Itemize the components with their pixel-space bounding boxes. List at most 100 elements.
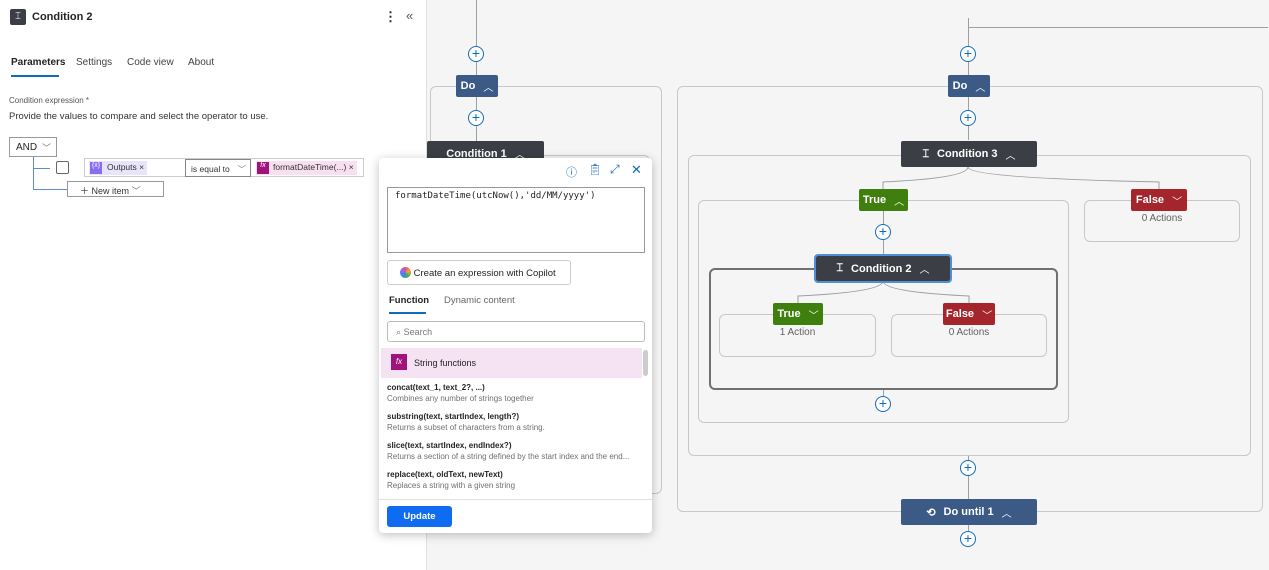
tab-settings[interactable]: Settings	[76, 57, 113, 68]
node-label: Condition 1	[446, 147, 507, 160]
do-node-left[interactable]: Do︿	[456, 75, 498, 97]
category-label: String functions	[414, 358, 477, 368]
group-operator-dropdown[interactable]: AND﹀	[9, 137, 57, 157]
tab-parameters[interactable]: Parameters	[11, 57, 66, 68]
tab-dynamic-content[interactable]: Dynamic content	[444, 295, 515, 306]
operator-dropdown[interactable]: is equal to﹀	[185, 159, 251, 177]
chevron-up-icon[interactable]: ︿	[975, 82, 986, 94]
add-action-button[interactable]: +	[468, 46, 484, 62]
expression-editor-popup: ⓘ 📋︎ ⤢ ✕ formatDateTime(utcNow(),'dd/MM/…	[379, 158, 652, 533]
function-icon: fx	[257, 162, 269, 174]
token-label: formatDateTime(...)	[273, 162, 347, 172]
properties-panel: ⌶ Condition 2 ⋮ « Parameters Settings Co…	[0, 0, 427, 570]
chevron-up-icon[interactable]: ︿	[919, 265, 930, 276]
plus-icon: ＋	[80, 186, 90, 196]
add-action-button[interactable]: +	[875, 396, 891, 412]
right-operand-token[interactable]: fx formatDateTime(...) ×	[256, 161, 357, 175]
function-description: Combines any number of strings together	[387, 394, 534, 403]
node-label: False	[945, 308, 975, 320]
function-item[interactable]: replace(text, oldText, newText) Replaces …	[387, 470, 515, 490]
node-label: Condition 2	[851, 262, 912, 275]
add-action-button[interactable]: +	[875, 224, 891, 240]
do-until-node[interactable]: ⟲Do until 1︿	[901, 499, 1037, 525]
do-node-right[interactable]: Do ︿	[948, 75, 990, 97]
connector	[883, 390, 884, 400]
add-action-button[interactable]: +	[468, 110, 484, 126]
condition3-node[interactable]: ⌶Condition 3︿	[901, 141, 1037, 167]
chevron-down-icon[interactable]: ﹀	[1172, 196, 1183, 208]
condition-icon: ⌶	[10, 9, 26, 25]
chevron-up-icon[interactable]: ︿	[894, 196, 905, 208]
action-count: 1 Action	[779, 327, 816, 338]
update-button[interactable]: Update	[387, 506, 452, 527]
search-placeholder: Search	[403, 327, 433, 337]
inner-false-node[interactable]: False ﹀	[943, 303, 995, 325]
button-label: New item	[91, 186, 130, 196]
condition-icon: ⌶	[922, 147, 930, 160]
node-label: True	[862, 194, 887, 206]
function-name: substring(text, startIndex, length?)	[387, 412, 520, 421]
row-checkbox[interactable]	[56, 161, 69, 174]
action-count: 0 Actions	[1141, 213, 1183, 224]
chevron-down-icon: ﹀	[237, 164, 246, 174]
chevron-down-icon: ﹀	[41, 143, 51, 153]
function-name: replace(text, oldText, newText)	[387, 470, 503, 479]
expression-input[interactable]: formatDateTime(utcNow(),'dd/MM/yyyy')	[387, 187, 645, 253]
active-tab-indicator	[389, 312, 426, 314]
true-branch-node[interactable]: True ︿	[859, 189, 908, 211]
tab-function[interactable]: Function	[389, 295, 430, 306]
add-action-button[interactable]: +	[960, 46, 976, 62]
function-name: slice(text, startIndex, endIndex?)	[387, 441, 512, 450]
tab-about[interactable]: About	[188, 57, 215, 68]
add-action-button[interactable]: +	[960, 110, 976, 126]
function-item[interactable]: substring(text, startIndex, length?) Retu…	[387, 412, 545, 432]
button-label: Create an expression with Copilot	[413, 268, 556, 279]
tree-line	[33, 157, 34, 190]
field-description: Provide the values to compare and select…	[9, 111, 269, 122]
chevron-up-icon[interactable]: ︿	[514, 150, 525, 161]
tree-line	[33, 189, 67, 190]
more-options-icon[interactable]: ⋮	[384, 9, 397, 24]
function-description: Returns a section of a string defined by…	[387, 452, 630, 461]
new-item-button[interactable]: ＋ New item ﹀	[67, 181, 164, 197]
expand-icon[interactable]: ⤢	[610, 162, 620, 176]
chevron-up-icon[interactable]: ︿	[1005, 150, 1016, 162]
divider	[379, 499, 652, 500]
chevron-down-icon[interactable]: ﹀	[808, 310, 819, 322]
remove-token-icon[interactable]: ×	[348, 162, 354, 172]
condition2-node-selected[interactable]: ⌶ Condition 2 ︿	[814, 254, 952, 283]
function-description: Returns a subset of characters from a st…	[387, 423, 545, 432]
node-label: Do	[952, 80, 968, 92]
collapse-panel-icon[interactable]: «	[406, 8, 414, 23]
left-operand-token[interactable]: {x}Outputs ×	[89, 161, 148, 175]
close-icon[interactable]: ✕	[631, 162, 642, 177]
category-string-functions[interactable]: fx String functions	[381, 348, 642, 378]
node-label: True	[777, 308, 801, 320]
copilot-button[interactable]: Create an expression with Copilot	[387, 260, 571, 285]
field-label: Condition expression *	[9, 96, 90, 105]
scrollbar[interactable]	[643, 350, 648, 376]
clipboard-icon[interactable]: 📋︎	[588, 164, 602, 176]
chevron-up-icon[interactable]: ︿	[483, 82, 494, 94]
connector	[476, 0, 477, 141]
search-input[interactable]: ⌕ Search	[387, 321, 645, 342]
remove-token-icon[interactable]: ×	[139, 162, 145, 172]
loop-icon: ⟲	[926, 506, 936, 519]
function-description: Replaces a string with a given string	[387, 481, 516, 490]
variable-icon: {x}	[90, 162, 102, 174]
info-icon[interactable]: ⓘ	[566, 167, 577, 179]
tab-code-view[interactable]: Code view	[127, 57, 174, 68]
function-icon: fx	[391, 354, 407, 370]
add-action-button[interactable]: +	[960, 531, 976, 547]
search-icon: ⌕	[396, 327, 402, 337]
add-action-button[interactable]: +	[960, 460, 976, 476]
function-item[interactable]: concat(text_1, text_2?, ...) Combines any…	[387, 383, 534, 403]
inner-true-node[interactable]: True ﹀	[773, 303, 823, 325]
function-item[interactable]: slice(text, startIndex, endIndex?) Return…	[387, 441, 629, 461]
function-name: concat(text_1, text_2?, ...)	[387, 383, 485, 392]
chevron-up-icon[interactable]: ︿	[1001, 508, 1012, 520]
condition-icon: ⌶	[836, 262, 844, 274]
false-branch-node[interactable]: False﹀	[1131, 189, 1187, 211]
chevron-down-icon[interactable]: ﹀	[982, 310, 993, 322]
